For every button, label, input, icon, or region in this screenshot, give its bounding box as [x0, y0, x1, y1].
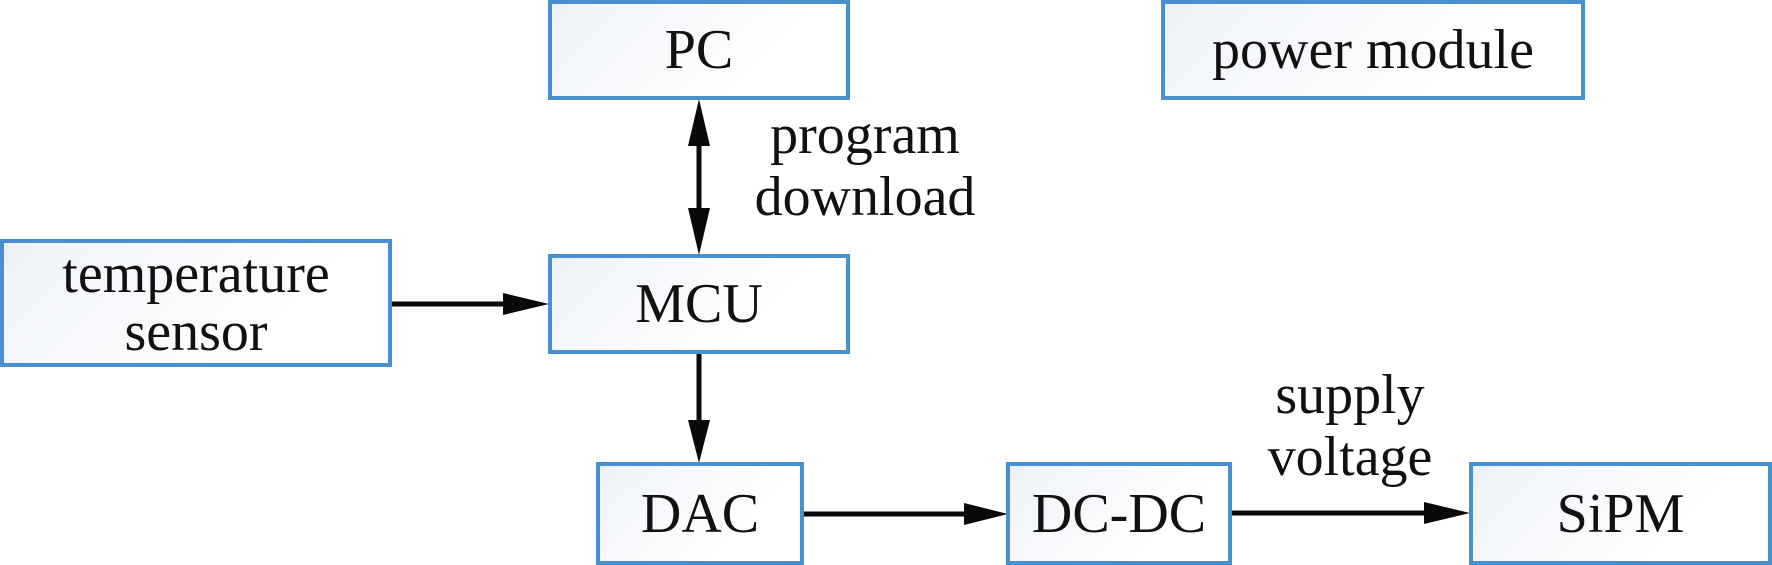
edge-label-supply-voltage: supply voltage	[1267, 364, 1433, 488]
node-sipm: SiPM	[1469, 462, 1772, 565]
node-temperature-sensor-label: temperature sensor	[62, 243, 330, 363]
edge-dac-dcdc	[801, 503, 1008, 525]
edge-temperature-sensor-mcu	[390, 293, 549, 315]
arrowhead-right-icon	[503, 293, 549, 315]
arrowhead-up-icon	[688, 99, 710, 146]
edge-pc-mcu	[688, 99, 710, 255]
node-dac: DAC	[596, 462, 804, 565]
arrowhead-down-icon	[688, 420, 710, 463]
node-power-module: power module	[1161, 0, 1585, 100]
arrowhead-right-icon	[1424, 502, 1470, 524]
node-pc-label: PC	[664, 19, 734, 81]
node-sipm-label: SiPM	[1556, 482, 1685, 545]
node-power-module-label: power module	[1212, 19, 1534, 81]
arrowhead-down-icon	[688, 208, 710, 255]
edge-dcdc-sipm	[1231, 502, 1470, 524]
node-dcdc: DC-DC	[1006, 462, 1232, 565]
edge-label-program-download: program download	[754, 104, 976, 228]
node-mcu-label: MCU	[635, 273, 763, 335]
node-dac-label: DAC	[640, 482, 760, 545]
node-dcdc-label: DC-DC	[1031, 482, 1207, 545]
node-mcu: MCU	[548, 254, 850, 354]
arrowhead-right-icon	[964, 503, 1008, 525]
node-temperature-sensor: temperature sensor	[0, 239, 392, 367]
node-pc: PC	[548, 0, 850, 100]
edge-mcu-dac	[688, 352, 710, 463]
